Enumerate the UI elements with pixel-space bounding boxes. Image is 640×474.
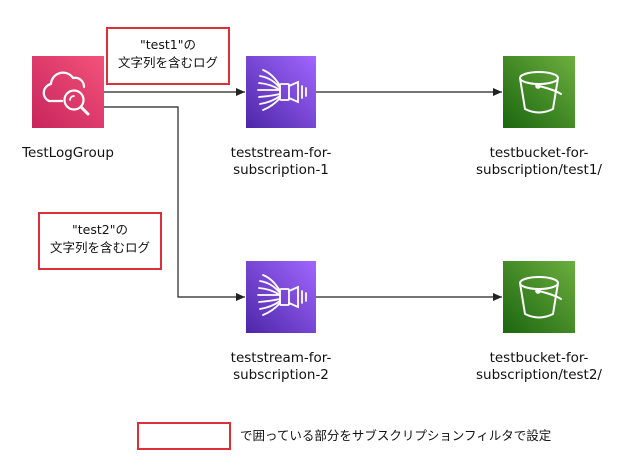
bucket-1-line1: testbucket-for- bbox=[489, 145, 589, 161]
bucket-2-line1: testbucket-for- bbox=[489, 350, 589, 366]
filter-box-1[interactable]: "test1"の 文字列を含むログ bbox=[106, 27, 230, 85]
stream-2-line2: subscription-2 bbox=[233, 367, 329, 383]
filter-2-line1: "test2"の bbox=[72, 222, 128, 237]
filter-box-2[interactable]: "test2"の 文字列を含むログ bbox=[38, 212, 162, 270]
legend-text: で囲っている部分をサブスクリプションフィルタで設定 bbox=[240, 428, 552, 443]
kinesis-firehose-icon[interactable] bbox=[246, 56, 316, 128]
legend-swatch bbox=[137, 422, 231, 450]
kinesis-firehose-icon[interactable] bbox=[246, 261, 316, 333]
edge-loggroup-to-stream-2 bbox=[104, 106, 245, 301]
connectors bbox=[104, 88, 502, 301]
s3-bucket-icon[interactable] bbox=[503, 56, 575, 128]
filter-2-line2: 文字列を含むログ bbox=[49, 240, 150, 255]
stream-1-label: teststream-for- subscription-1 bbox=[216, 145, 346, 179]
stream-2-label: teststream-for- subscription-2 bbox=[216, 350, 346, 384]
cloudwatch-logs-icon[interactable] bbox=[32, 56, 104, 128]
loggroup-label: TestLogGroup bbox=[22, 145, 114, 161]
bucket-2-label: testbucket-for- subscription/test2/ bbox=[459, 350, 619, 384]
bucket-1-line2: subscription/test1/ bbox=[476, 162, 602, 178]
stream-2-line1: teststream-for- bbox=[230, 350, 332, 366]
s3-bucket-icon[interactable] bbox=[503, 261, 575, 333]
bucket-1-label: testbucket-for- subscription/test1/ bbox=[459, 145, 619, 179]
stream-1-line1: teststream-for- bbox=[230, 145, 332, 161]
filter-1-line2: 文字列を含むログ bbox=[117, 55, 218, 70]
stream-1-line2: subscription-1 bbox=[233, 162, 329, 178]
bucket-2-line2: subscription/test2/ bbox=[476, 367, 602, 383]
filter-1-line1: "test1"の bbox=[140, 37, 196, 52]
